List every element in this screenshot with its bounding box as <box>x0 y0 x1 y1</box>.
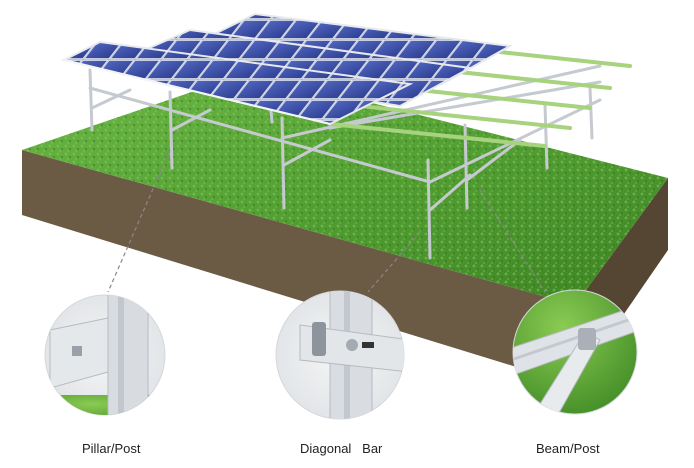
leader-line-pillar <box>107 149 171 293</box>
purlin-rails <box>328 50 632 148</box>
bolt <box>346 339 358 351</box>
post <box>280 116 286 210</box>
leader-line-beam <box>479 189 546 293</box>
leader-line-diagonal <box>367 231 421 293</box>
beam <box>328 80 602 130</box>
purlin <box>438 68 612 90</box>
soil-front-face <box>22 150 575 385</box>
diagonal-bar <box>170 108 212 132</box>
diagonal-bar <box>282 138 332 167</box>
purlin <box>498 50 632 68</box>
caption-diagonal-bar: Diagonal Bar <box>300 441 383 456</box>
post-profile <box>107 295 149 415</box>
diagonal-profile <box>529 331 601 414</box>
post <box>588 86 594 140</box>
leader-lines <box>107 149 546 293</box>
solar-panel-array <box>61 12 514 126</box>
post <box>88 68 94 132</box>
grass-texture <box>22 72 668 305</box>
connector <box>578 328 596 350</box>
clamp <box>312 322 326 356</box>
diagonal-bar <box>465 138 522 182</box>
panel-edge-highlight <box>63 59 331 125</box>
beam-profile <box>513 304 637 379</box>
purlin <box>398 86 592 110</box>
diagonal-bar <box>90 88 132 110</box>
post <box>543 103 549 170</box>
ground-block <box>22 72 668 385</box>
purlin <box>358 104 572 130</box>
diagonal-bar <box>428 173 472 212</box>
purlin <box>328 122 547 148</box>
detail-circle-beam-post <box>512 289 638 415</box>
beam <box>88 86 432 184</box>
detail-circle-pillar-post <box>44 294 166 416</box>
caption-beam-post: Beam/Post <box>536 441 600 456</box>
detail-circle-diagonal-bar <box>275 290 405 420</box>
bolt <box>72 346 82 356</box>
caption-pillar-post: Pillar/Post <box>82 441 141 456</box>
